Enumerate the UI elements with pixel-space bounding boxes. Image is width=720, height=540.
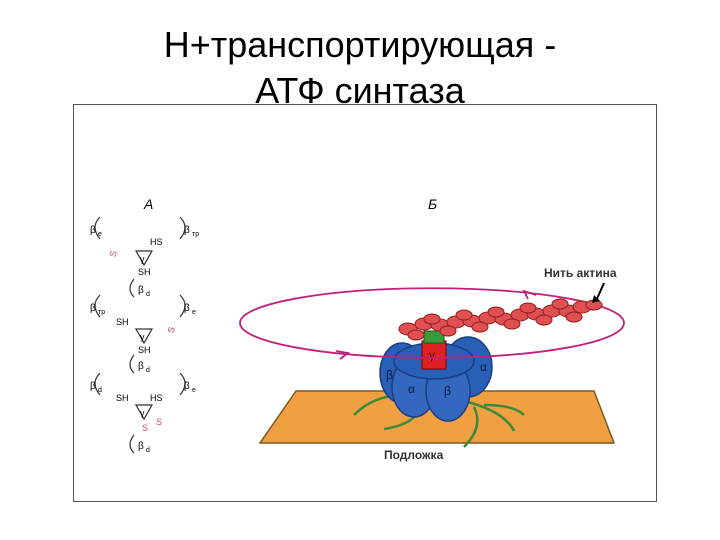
beta-d-1: β: [138, 285, 144, 296]
beta-d-3: β: [138, 441, 144, 452]
beta-e-sub-2: тр: [98, 309, 105, 316]
linker-block: [423, 330, 445, 344]
actin-pointer-line: [595, 282, 605, 302]
sh-label-3: SH: [116, 393, 129, 403]
hs-label-3: HS: [150, 393, 163, 403]
gamma-triangle-1: [134, 250, 154, 267]
sh-label-1: SH: [138, 267, 151, 277]
gamma-label-2: γ: [140, 332, 145, 342]
beta-subunit-front: β: [444, 384, 451, 398]
gamma-label-3: γ: [140, 408, 145, 418]
panel-a-state-1: β e β тр HS S γ SH β d: [90, 216, 199, 298]
sh-label-2b: SH: [138, 345, 151, 355]
substrate-label: Подложка: [384, 448, 444, 462]
alpha-subunit-right: α: [480, 360, 487, 374]
beta-right-sub-2: e: [192, 309, 196, 316]
atp-synthase-figure: А Б β e β тр HS S γ SH β d β тр β e SH: [73, 104, 657, 502]
beta-e-left-1: β: [90, 225, 96, 236]
panel-b-label: Б: [428, 196, 437, 212]
beta-d-sub-2: d: [146, 367, 150, 374]
gamma-label-1: γ: [140, 254, 145, 264]
hs-label-1: HS: [150, 237, 163, 247]
panel-a-state-3: β d β e SH HS γ S S β d: [90, 372, 196, 454]
rotation-arrow-top: [522, 289, 537, 300]
beta-e-right-1: β: [184, 225, 190, 236]
s-label-2: S: [166, 326, 177, 334]
beta-e-sub-1: e: [98, 231, 102, 238]
s-label-3a: S: [142, 423, 148, 433]
s-label-3b: S: [156, 417, 162, 427]
beta-e-left-2: β: [90, 303, 96, 314]
panel-a-state-2: β тр β e SH S γ SH β d: [90, 294, 196, 374]
panel-a-label: А: [143, 196, 153, 212]
sh-label-2: SH: [116, 317, 129, 327]
gamma-triangle-2: [134, 328, 154, 345]
rotation-arrow-bottom: [335, 350, 351, 360]
gamma-subunit-label: γ: [429, 348, 435, 362]
beta-right-sub-1: тр: [192, 231, 199, 238]
actin-pointer-head: [592, 295, 600, 303]
rotation-ring-front: [239, 322, 625, 359]
beta-subunit-left: β: [386, 368, 393, 382]
beta-e-left-3: β: [90, 381, 96, 392]
beta-e-right-2: β: [184, 303, 190, 314]
beta-d-sub-3: d: [146, 447, 150, 454]
s-label-1: S: [108, 250, 119, 258]
actin-label: Нить актина: [544, 266, 617, 280]
beta-e-sub-3: d: [98, 387, 102, 394]
figure-canvas: А Б β e β тр HS S γ SH β d β тр β e SH: [90, 196, 625, 462]
beta-d-2: β: [138, 361, 144, 372]
beta-d-sub-1: d: [146, 291, 150, 298]
beta-right-sub-3: e: [192, 387, 196, 394]
alpha-subunit-front: α: [408, 382, 415, 396]
title-line-1: Н+транспортирующая -: [163, 24, 557, 65]
slide-title: Н+транспортирующая - АТФ синтаза: [0, 22, 720, 114]
actin-filament: [398, 298, 603, 341]
beta-e-right-3: β: [184, 381, 190, 392]
gamma-triangle-3: [134, 404, 154, 421]
